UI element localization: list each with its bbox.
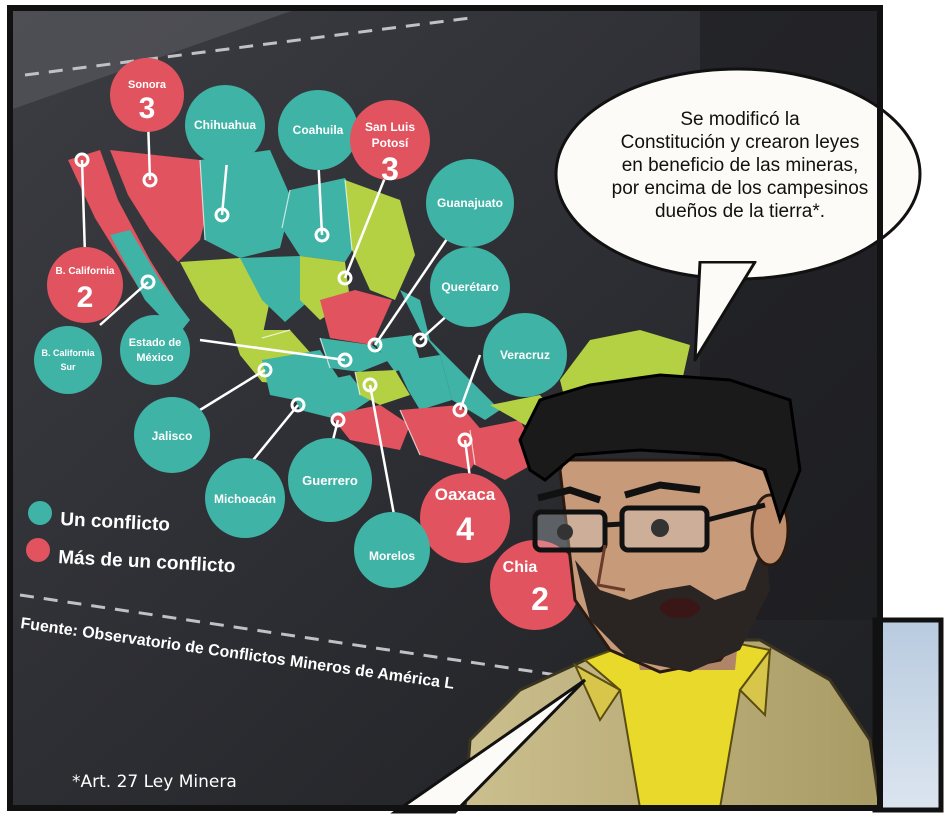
mexico-map: Sonora 3 Chihuahua Coahuila San Luis Pot… bbox=[19, 58, 690, 693]
state-san-luis-potosi: San Luis Potosí 3 bbox=[350, 100, 430, 187]
svg-text:Potosí: Potosí bbox=[372, 136, 409, 150]
svg-text:Sur: Sur bbox=[60, 362, 76, 372]
state-b-california-sur: B. California Sur bbox=[34, 326, 102, 394]
state-chihuahua: Chihuahua bbox=[185, 85, 265, 165]
svg-text:3: 3 bbox=[381, 151, 399, 187]
svg-text:Guerrero: Guerrero bbox=[302, 473, 358, 488]
svg-text:México: México bbox=[136, 352, 174, 364]
svg-text:Chihuahua: Chihuahua bbox=[194, 118, 256, 132]
svg-text:B. California: B. California bbox=[41, 348, 95, 358]
svg-text:Oaxaca: Oaxaca bbox=[435, 485, 496, 504]
legend-one-swatch bbox=[28, 501, 52, 525]
speech-line: Constitución y crearon leyes bbox=[620, 132, 860, 153]
svg-text:Michoacán: Michoacán bbox=[214, 492, 276, 506]
speech-line: por encima de los campesinos bbox=[611, 178, 869, 199]
state-guerrero: Guerrero bbox=[288, 438, 372, 522]
state-sonora: Sonora 3 bbox=[110, 58, 184, 132]
state-michoacan: Michoacán bbox=[205, 458, 285, 538]
svg-text:Estado de: Estado de bbox=[129, 337, 182, 349]
state-jalisco: Jalisco bbox=[134, 397, 210, 473]
state-coahuila: Coahuila bbox=[278, 90, 358, 170]
svg-text:Veracruz: Veracruz bbox=[500, 348, 550, 362]
speech-bubble bbox=[554, 67, 922, 362]
state-b-california: B. California 2 bbox=[47, 247, 123, 323]
svg-text:2: 2 bbox=[77, 281, 94, 314]
state-veracruz: Veracruz bbox=[483, 313, 567, 397]
speech-line: en beneficio de las mineras, bbox=[621, 155, 859, 176]
svg-text:B. California: B. California bbox=[56, 266, 115, 277]
character-man bbox=[463, 373, 882, 810]
svg-text:Guanajuato: Guanajuato bbox=[437, 196, 503, 210]
state-chiapas: Chia 2 bbox=[490, 540, 580, 630]
speech-line: dueños de la tierra*. bbox=[654, 201, 826, 222]
state-queretaro: Querétaro bbox=[430, 247, 510, 327]
footnote: *Art. 27 Ley Minera bbox=[72, 772, 237, 792]
svg-text:Querétaro: Querétaro bbox=[441, 280, 498, 294]
state-guanajuato: Guanajuato bbox=[426, 159, 514, 247]
svg-text:Chia: Chia bbox=[503, 559, 538, 576]
svg-text:Jalisco: Jalisco bbox=[152, 429, 193, 443]
state-oaxaca: Oaxaca 4 bbox=[420, 473, 510, 563]
speech-bubble-text: Se modificó la Constitución y crearon le… bbox=[570, 108, 910, 223]
speech-line: Se modificó la bbox=[680, 109, 800, 130]
state-morelos: Morelos bbox=[354, 512, 430, 588]
svg-text:San Luis: San Luis bbox=[365, 120, 415, 134]
svg-text:Coahuila: Coahuila bbox=[293, 123, 344, 137]
state-estado-de-mexico: Estado de México bbox=[120, 315, 190, 385]
legend-many-swatch bbox=[26, 538, 50, 562]
svg-text:4: 4 bbox=[456, 511, 474, 547]
svg-text:Morelos: Morelos bbox=[369, 549, 415, 563]
svg-text:Sonora: Sonora bbox=[128, 79, 167, 91]
svg-text:2: 2 bbox=[531, 581, 549, 617]
svg-text:3: 3 bbox=[139, 92, 156, 125]
